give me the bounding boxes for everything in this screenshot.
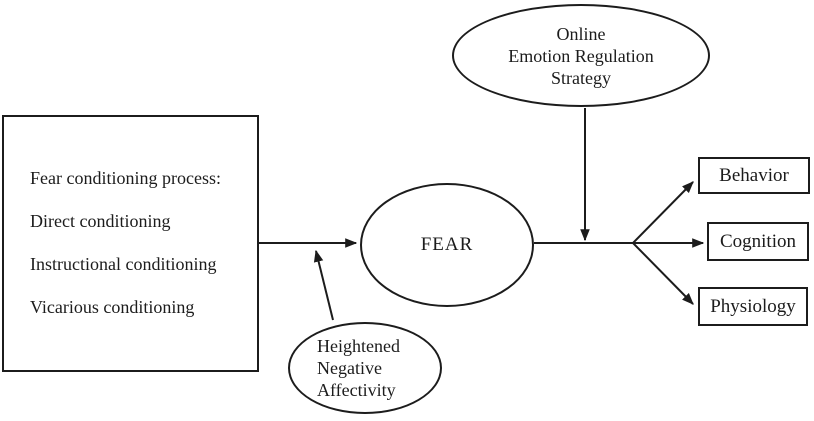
label-hna-line1: Heightened (317, 336, 400, 356)
node-behavior: Behavior (698, 157, 810, 194)
label-hna-line3: Affectivity (317, 380, 396, 400)
node-cognition: Cognition (707, 222, 809, 261)
label-oers-line3: Strategy (551, 67, 611, 88)
label-hna-line2: Negative (317, 358, 382, 378)
label-fear-conditioning-heading: Fear conditioning process: (30, 168, 221, 188)
label-instructional-conditioning: Instructional conditioning (30, 254, 217, 274)
arrow-fear-to-physiology (632, 242, 694, 305)
node-fear-conditioning-process: Fear conditioning process: Direct condit… (2, 115, 259, 372)
label-behavior: Behavior (719, 164, 789, 186)
arrow-fear-to-behavior (632, 181, 694, 244)
arrow-hna-to-conditioning-fear-path (313, 249, 334, 321)
label-direct-conditioning: Direct conditioning (30, 211, 171, 231)
node-heightened-negative-affectivity: Heightened Negative Affectivity (288, 322, 442, 414)
label-oers-line2: Emotion Regulation (508, 45, 654, 66)
label-vicarious-conditioning: Vicarious conditioning (30, 297, 195, 317)
label-physiology: Physiology (710, 295, 796, 317)
node-fear: FEAR (360, 183, 534, 307)
label-fear: FEAR (420, 234, 474, 255)
label-oers-line1: Online (556, 23, 606, 44)
node-online-emotion-regulation-strategy: Online Emotion Regulation Strategy (452, 4, 710, 107)
node-physiology: Physiology (698, 287, 808, 326)
label-cognition: Cognition (719, 230, 796, 252)
